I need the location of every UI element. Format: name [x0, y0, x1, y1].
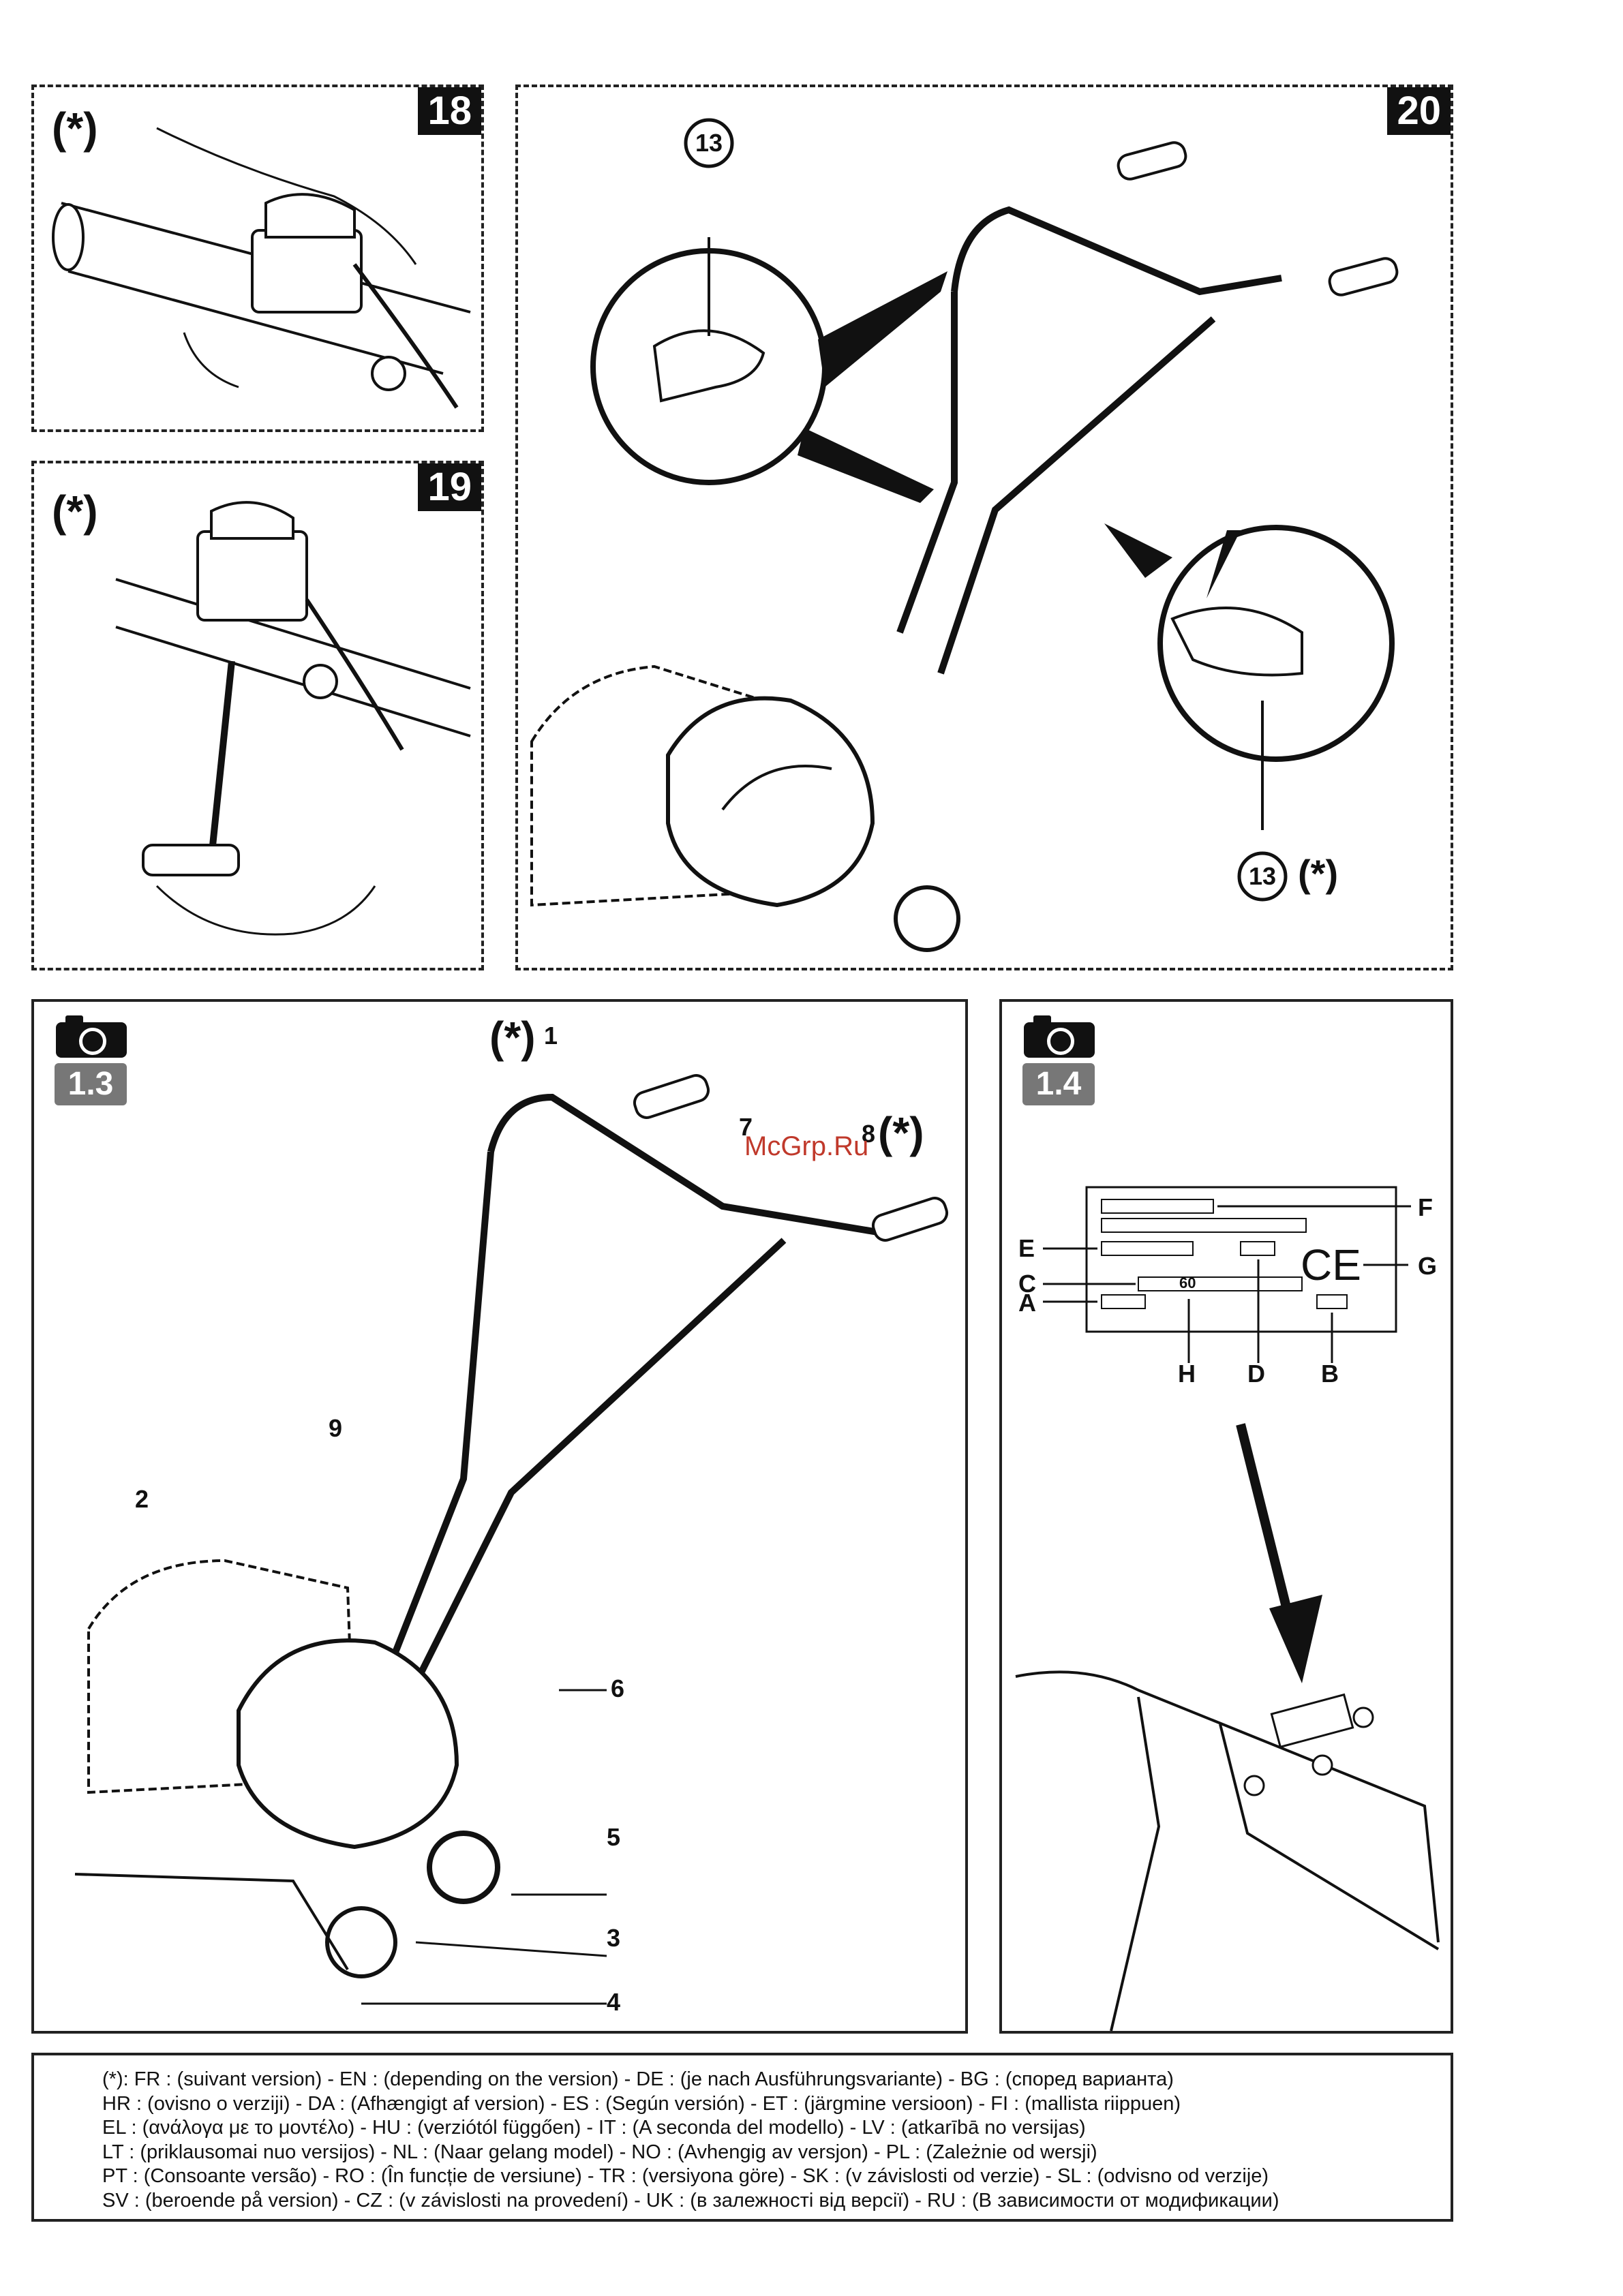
- watermark: McGrp.Ru: [744, 1131, 869, 1161]
- callout-6: 6: [611, 1674, 625, 1702]
- version-asterisk-1: (*): [489, 1013, 536, 1062]
- callout-13-bottom: 13: [1249, 862, 1277, 890]
- callout-7: 7: [739, 1113, 753, 1141]
- figure-18-panel: 18 (*): [31, 85, 484, 432]
- figure-20-panel: 20 13 13 (*): [515, 85, 1453, 970]
- label-b: B: [1321, 1360, 1339, 1388]
- photo-1-4-panel: 1.4 60 CE A B C D E F G H: [999, 999, 1453, 2034]
- figure-19-panel: 19 (*): [31, 461, 484, 970]
- callout-1: 1: [544, 1022, 558, 1050]
- legend-line: PT : (Consoante versão) - RO : (În funcț…: [102, 2165, 1269, 2187]
- ce-mark: CE: [1301, 1240, 1361, 1289]
- label-e: E: [1018, 1234, 1035, 1262]
- figure-number: 18: [418, 87, 481, 135]
- callout-8: 8: [862, 1120, 876, 1148]
- label-h: H: [1178, 1360, 1196, 1388]
- legend-line: LT : (priklausomai nuo versijos) - NL : …: [102, 2141, 1097, 2163]
- legend-line: EL : (ανάλογα με το μοντέλο) - HU : (ver…: [102, 2117, 1086, 2139]
- callout-5: 5: [607, 1823, 621, 1851]
- label-f: F: [1418, 1193, 1433, 1221]
- photo-badge: 1.4: [1022, 1015, 1097, 1105]
- version-asterisk: (*): [1298, 852, 1339, 895]
- legend-line: (*): FR : (suivant version) - EN : (depe…: [102, 2068, 1174, 2090]
- cable-tie-drawing: [530, 118, 1399, 952]
- callout-3: 3: [607, 1924, 621, 1952]
- callout-2: 2: [135, 1485, 149, 1513]
- label-g: G: [1418, 1252, 1438, 1280]
- handle-clamp-drawing: [52, 127, 471, 409]
- label-c: C: [1018, 1270, 1036, 1298]
- legend-line: HR : (ovisno o verziji) - DA : (Afhængig…: [102, 2092, 1181, 2115]
- version-asterisk-8: (*): [878, 1108, 924, 1157]
- photo-reference: 1.3: [55, 1063, 127, 1105]
- callout-9: 9: [329, 1414, 343, 1442]
- version-asterisk: (*): [52, 487, 98, 536]
- figure-number: 19: [418, 463, 481, 511]
- version-legend: (*): FR : (suivant version) - EN : (depe…: [31, 2053, 1453, 2222]
- legend-line: SV : (beroende på version) - CZ : (v záv…: [102, 2189, 1279, 2211]
- callout-13-top: 13: [695, 129, 723, 157]
- rating-plate-drawing: [1015, 1186, 1440, 2032]
- rating-value: 60: [1179, 1274, 1196, 1291]
- version-asterisk: (*): [52, 104, 98, 153]
- label-a: A: [1018, 1289, 1036, 1317]
- tiller-drawing: [74, 1074, 949, 2005]
- photo-reference: 1.4: [1022, 1063, 1095, 1105]
- camera-icon: [1024, 1015, 1095, 1058]
- photo-1-3-panel: 1.3 (*) 1 2 3 4 5 6 7 8 (*) 9: [31, 999, 968, 2034]
- camera-icon: [56, 1015, 127, 1058]
- callout-4: 4: [607, 1988, 621, 2016]
- handle-bolt-drawing: [115, 501, 471, 936]
- figure-number: 20: [1387, 87, 1451, 135]
- label-d: D: [1247, 1360, 1265, 1388]
- photo-badge: 1.3: [55, 1015, 130, 1105]
